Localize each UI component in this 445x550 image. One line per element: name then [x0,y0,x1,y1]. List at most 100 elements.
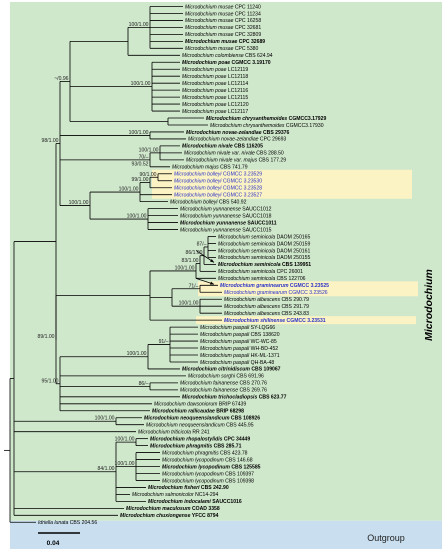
strain-id: CBS 445.95 [225,423,254,429]
species-name: Microdochium musae [185,39,238,45]
strain-id: CBS 270.76 [238,381,267,387]
taxon-labels: Microdochium musae CPC 11240Microdochium… [38,4,329,526]
species-name: Microdochium paspali [200,339,250,345]
strain-id: CBS 29376 [262,130,290,136]
strain-id: DAOM 250161 [275,248,310,254]
strain-id: CPC 11234 [233,11,261,17]
taxon-label: Microdochium paspali QH-BA-48 [200,360,274,366]
species-name: Microdochium chrysanthemoides [210,123,285,129]
strain-id: CBS 125585 [230,464,261,470]
taxon-label: Microdochium poae LC12116 [182,88,248,94]
strain-id: CGMCC 3.23526 [287,290,328,296]
taxon-label: Microdochium lycopodinum CBS 146.68 [162,457,253,463]
strain-id: CPC 5380 [233,46,258,52]
strain-id: CBS 108926 [229,416,260,422]
taxon-label: Microdochium colombiense CBS 624.94 [182,53,273,59]
species-name: Microdochium poae [182,88,227,94]
taxon-label: Microdochium poae LC12120 [182,102,249,108]
species-name: Microdochium bolleyi [174,186,222,192]
strain-id: DAOM 250165 [275,234,310,240]
taxon-label: Microdochium yunnanense SAUCC1018 [180,213,272,219]
species-name: Microdochium fainanense [180,381,238,387]
strain-id: DAOM 250155 [275,255,310,261]
strain-id: CGMCC 3.23528 [222,186,263,192]
strain-id: CGMCC3.17929 [287,116,326,122]
species-name: Microdochium sorghi [188,374,236,380]
taxon-label: Microdochium paspali CBS 138620 [200,332,280,338]
taxon-label: Microdochium poae LC12114 [182,81,248,87]
highlight-graminearum [198,281,418,297]
support-value: 99/1.00 [132,177,149,183]
species-name: Microdochium novae-zelandiae [186,130,262,136]
strain-id: SAUCC1016 [211,499,242,505]
taxon-label: Microdochium neoqueenslandicum CBS 445.9… [146,423,254,429]
strain-id: CBS 109397 [224,471,254,477]
taxon-label: Microdochium poae CGMCC 3.19170 [182,60,271,66]
strain-id: CBS 243.83 [280,311,309,317]
species-name: Idriella lunata [38,520,68,526]
strain-id: CPC 34449 [222,436,250,442]
strain-id: CBS 741.79 [219,165,248,171]
support-value: 83/1.00 [182,258,199,264]
taxon-label: Microdochium bolleyi CBS 540.92 [170,199,247,205]
support-value: 90/1.00 [140,172,157,178]
species-name: Microdochium bolleyi [174,172,222,178]
species-name: Microdochium musae [185,25,234,31]
taxon-label: Microdochium albescens CBS 290.79 [224,297,309,303]
species-name: Microdochium lycopodinum [162,478,224,484]
taxon-label: Microdochium musae CPC 16258 [185,18,261,24]
taxon-label: Microdochium fisheri CBS 242.90 [148,485,229,491]
species-name: Microdochium yunnanense [180,227,241,233]
species-name: Microdochium poae [182,95,227,101]
strain-id: SAUCC1011 [246,220,277,226]
taxon-label: Microdochium seminicola CBS 122706 [218,276,306,282]
strain-id: CBS 623.77 [257,395,286,401]
support-value: 86/1.00 [186,250,203,256]
taxon-label: Microdochium chuxiongense YFCC 8794 [120,513,219,519]
strain-id: BRIP 68298 [215,409,244,415]
strain-id: CBS 116205 [233,144,263,150]
strain-id: LC12119 [226,67,248,73]
species-name: Microdochium bolleyi [174,192,222,198]
taxon-label: Microdochium indocalami SAUCC1016 [148,499,242,505]
taxon-label: Microdochium maculosum COAD 3358 [126,506,220,512]
species-name: Microdochium fainanense [180,388,238,394]
species-name: Microdochium musae [185,18,234,24]
taxon-label: Microdochium musae CPC 32809 [185,32,261,38]
clade-label: Microdochium [423,269,435,341]
strain-id: DAOM 250159 [275,241,310,247]
species-name: Microdochium indocalami [148,499,211,505]
support-value: 100/1.00 [139,147,159,153]
taxon-label: Microdochium lycopodinum CBS 125585 [162,464,261,470]
species-name: Microdochium paspali [200,353,250,359]
taxon-label: Microdochium seminicola DAOM 250159 [218,241,310,247]
strain-id: CBS 288.50 [255,151,284,157]
species-name: Microdochium seminicola [218,248,275,254]
clade-and-scale: Microdochium Outgroup 0.04 [38,269,435,547]
strain-id: CPC 32689 [237,39,265,45]
species-name: Microdochium seminicola [218,276,275,282]
strain-id: CBS 109398 [224,478,254,484]
strain-id: SAUCC1012 [241,206,272,212]
strain-id: CGMCC 3.23531 [285,318,326,324]
strain-id: CPC 11240 [233,4,261,10]
taxon-label: Microdochium nivale CBS 116205 [182,144,263,150]
species-name: Microdochium poae [182,102,227,108]
strain-id: CPC 16258 [233,18,261,24]
strain-id: CGMCC 3.23530 [222,179,263,185]
strain-id: SAUCC1015 [241,227,272,233]
strain-id: RR 241 [191,429,210,435]
species-name: Microdochium nivale var. majus [186,158,258,164]
strain-id: WH-BD-452 [249,346,278,352]
taxon-label: Microdochium fainanense CBS 269.76 [180,388,267,394]
species-name: Microdochium majus [172,165,219,171]
support-value: 100/1.00 [127,214,147,220]
species-name: Microdochium dawsoniorum [154,402,217,408]
species-name: Microdochium graminearum [220,283,289,289]
strain-id: NC14-294 [194,492,219,498]
taxon-label: Microdochium seminicola CBS 139951 [218,262,311,268]
species-name: Microdochium colombiense [182,53,244,59]
strain-id: WC-WC-85 [249,339,277,345]
highlight-shilinense [196,316,416,325]
